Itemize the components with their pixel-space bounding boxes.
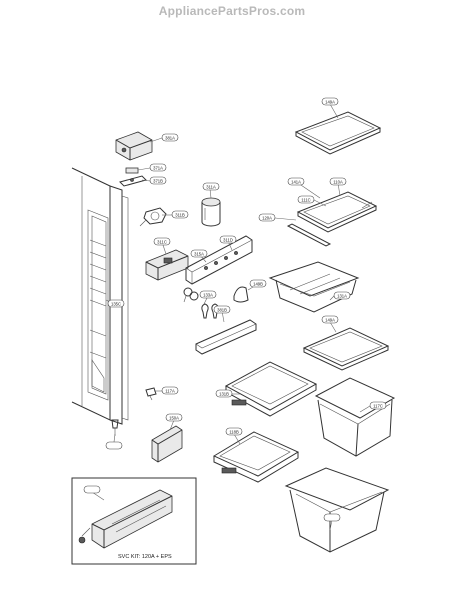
callout-150a: 150A <box>169 415 179 420</box>
lamp-cover <box>233 286 249 303</box>
callout-135c: 135C <box>111 301 121 306</box>
lamp-housing <box>145 249 189 281</box>
callout-149b: 149B <box>253 281 263 286</box>
glass-shelf-third <box>302 327 390 371</box>
hinge-pin <box>145 387 157 401</box>
callout-311c: 311C <box>157 239 167 244</box>
callout-311b: 311B <box>175 212 185 217</box>
detail-inset <box>71 477 197 565</box>
callout-149a-top: 149A <box>325 99 335 104</box>
control-panel-strip <box>185 235 253 285</box>
callout-371b: 371B <box>153 178 163 183</box>
glass-shelf-lower <box>212 431 300 483</box>
callout-311a: 311A <box>206 184 216 189</box>
callout-381b: 381B <box>217 307 227 312</box>
callouts: 149A 381A 371A 371B 311A 311B 141A 110A … <box>83 97 387 522</box>
leader-lines <box>91 103 371 531</box>
filter-cylinder <box>201 197 221 227</box>
glass-shelf-front <box>224 361 318 417</box>
callout-120a: 120A <box>262 215 272 220</box>
svc-kit-note: SVC KIT: 120A + EPS <box>118 554 172 560</box>
callout-117c: 117C <box>373 403 383 408</box>
watermark: AppliancePartsPros.com <box>158 4 306 18</box>
callout-311d: 311D <box>223 237 233 242</box>
damper-part <box>139 207 167 227</box>
cover-cap <box>151 425 183 463</box>
callout-315a: 315A <box>194 251 204 256</box>
callout-111c: 111C <box>301 197 310 202</box>
cabinet-body <box>71 167 129 425</box>
glass-shelf-second <box>286 191 378 247</box>
crisper-drawer-bottom <box>284 467 390 553</box>
callout-110a: 110A <box>333 179 343 184</box>
glass-shelf-top <box>294 111 382 155</box>
callout-141a: 141A <box>291 179 301 184</box>
callout-131a: 131A <box>337 293 347 298</box>
callout-371a: 371A <box>153 165 163 170</box>
knob-pair <box>183 287 199 303</box>
callout-117a: 117A <box>165 388 175 393</box>
crisper-drawer-small <box>268 261 360 313</box>
callout-131b: 131B <box>219 391 229 396</box>
callout-118b: 118B <box>229 429 239 434</box>
shelf-trim-strip <box>195 319 257 355</box>
callout-381a: 381A <box>165 135 175 140</box>
crisper-drawer-large <box>314 377 396 457</box>
callout-149a-mid: 149A <box>325 317 335 322</box>
bracket-assembly <box>115 131 153 161</box>
switch-part <box>119 167 147 187</box>
callout-133a: 133A <box>203 292 213 297</box>
